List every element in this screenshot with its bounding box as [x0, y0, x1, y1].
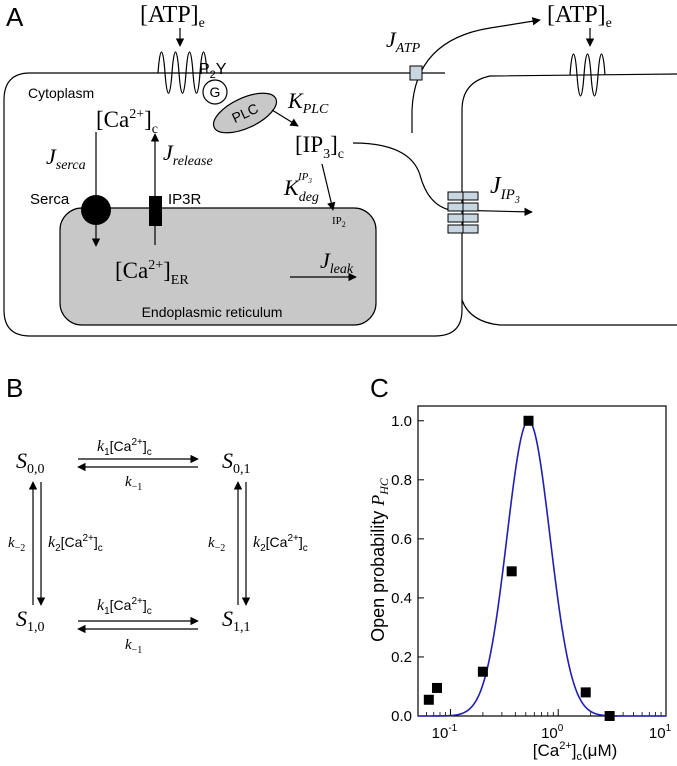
- rate-k2-right: k2[Ca2+]c: [253, 533, 308, 554]
- serca-label: Serca: [30, 191, 70, 208]
- panel-a: A [ATP]e [ATP]e P2Y G PLC: [3, 2, 677, 337]
- y-tick-label: 0.4: [391, 590, 412, 607]
- fit-curve: [418, 419, 666, 717]
- data-point: [604, 711, 615, 721]
- k-deg-superscript: IP3: [297, 171, 312, 185]
- state-s10: S1,0: [16, 606, 45, 635]
- neighbor-cell-membrane-bottom: [461, 299, 677, 326]
- j-ip3-label: JIP3: [490, 173, 520, 206]
- rate-km2-left: k−2: [8, 535, 25, 554]
- plot-frame: [417, 405, 667, 717]
- rate-km1-bottom: k−1: [125, 637, 142, 656]
- ip2-label: IP2: [332, 215, 346, 229]
- atp-e-right-label: [ATP]e: [547, 2, 612, 31]
- rate-km2-right: k−2: [208, 535, 225, 554]
- state-s01: S0,1: [222, 448, 251, 477]
- rate-k1-bottom: k1[Ca2+]c: [97, 596, 152, 617]
- ip3-cyto-label: [IP3]c: [295, 132, 344, 162]
- data-point: [423, 694, 434, 705]
- plc-to-ip3-arrow: [271, 109, 299, 127]
- data-point: [431, 682, 442, 693]
- ip3r-label: IP3R: [168, 191, 202, 208]
- y-axis-label: Open probability PHC: [368, 477, 391, 642]
- g-protein-icon: [202, 79, 228, 105]
- data-point: [506, 566, 517, 577]
- open-probability-chart: 0.0 0.2 0.4 0.6 0.8 1.0 10-1 100 101: [391, 405, 672, 742]
- atp-e-left-label: [ATP]e: [140, 2, 205, 31]
- p2y-receptor-icon: [157, 51, 208, 94]
- y-tick-label: 0.8: [391, 472, 412, 489]
- atp-channel-icon: [409, 65, 423, 81]
- x-tick-label: 10-1: [432, 723, 458, 742]
- ca-er-label: [Ca2+]ER: [115, 258, 189, 288]
- j-serca-label: Jserca: [46, 144, 86, 173]
- data-point: [523, 415, 534, 426]
- data-point: [580, 687, 591, 698]
- cell-membrane: [3, 72, 677, 337]
- state-s00: S0,0: [16, 448, 45, 477]
- panel-c-letter: C: [370, 373, 389, 403]
- serca-pump-icon: [81, 195, 111, 225]
- y-tick-label: 0.0: [391, 708, 412, 725]
- endoplasmic-reticulum: [59, 207, 377, 326]
- ip3-degradation-arrow: [321, 163, 336, 211]
- k-deg-label: Kdeg: [283, 175, 319, 205]
- panel-c: C 0.0 0.2 0.4 0.6 0.8 1.0 10-1 100 101 Open prob…: [368, 373, 672, 763]
- neighbor-receptor-icon: [569, 53, 606, 97]
- ip3r-channel-icon: [149, 196, 162, 226]
- cytoplasm-label: Cytoplasm: [28, 85, 94, 101]
- x-tick-label: 100: [541, 723, 564, 742]
- y-tick-label: 0.2: [391, 649, 412, 666]
- state-s11: S1,1: [222, 606, 251, 635]
- panel-b: B S0,0 S0,1 S1,0 S1,1 k1[Ca2+]c k−1 k1[C…: [6, 373, 308, 656]
- x-axis-label: [Ca2+]c(μM): [533, 740, 618, 763]
- j-atp-label: JATP: [386, 27, 421, 56]
- er-label: Endoplasmic reticulum: [142, 304, 283, 320]
- ca-cyto-label: [Ca2+]c: [96, 107, 158, 137]
- g-protein-label: G: [210, 84, 221, 100]
- data-point: [477, 666, 488, 677]
- atp-release-arrow: [411, 17, 541, 133]
- panel-a-letter: A: [6, 2, 24, 32]
- rate-k1-top: k1[Ca2+]c: [97, 437, 152, 458]
- x-tick-label: 101: [649, 723, 672, 742]
- rate-km1-top: k−1: [125, 474, 142, 493]
- panel-b-letter: B: [6, 373, 23, 403]
- k-plc-label: KPLC: [287, 88, 329, 117]
- ip3-gap-junction-arrow: [352, 142, 533, 217]
- y-tick-label: 0.6: [391, 531, 412, 548]
- plc-enzyme-icon: [212, 92, 278, 134]
- gap-junction-icon: [447, 191, 479, 234]
- j-leak-label: Jleak: [320, 248, 354, 277]
- j-release-label: Jrelease: [163, 140, 213, 169]
- y-tick-label: 1.0: [391, 413, 412, 430]
- p2y-label: P2Y: [199, 61, 227, 81]
- rate-k2-left: k2[Ca2+]c: [48, 533, 103, 554]
